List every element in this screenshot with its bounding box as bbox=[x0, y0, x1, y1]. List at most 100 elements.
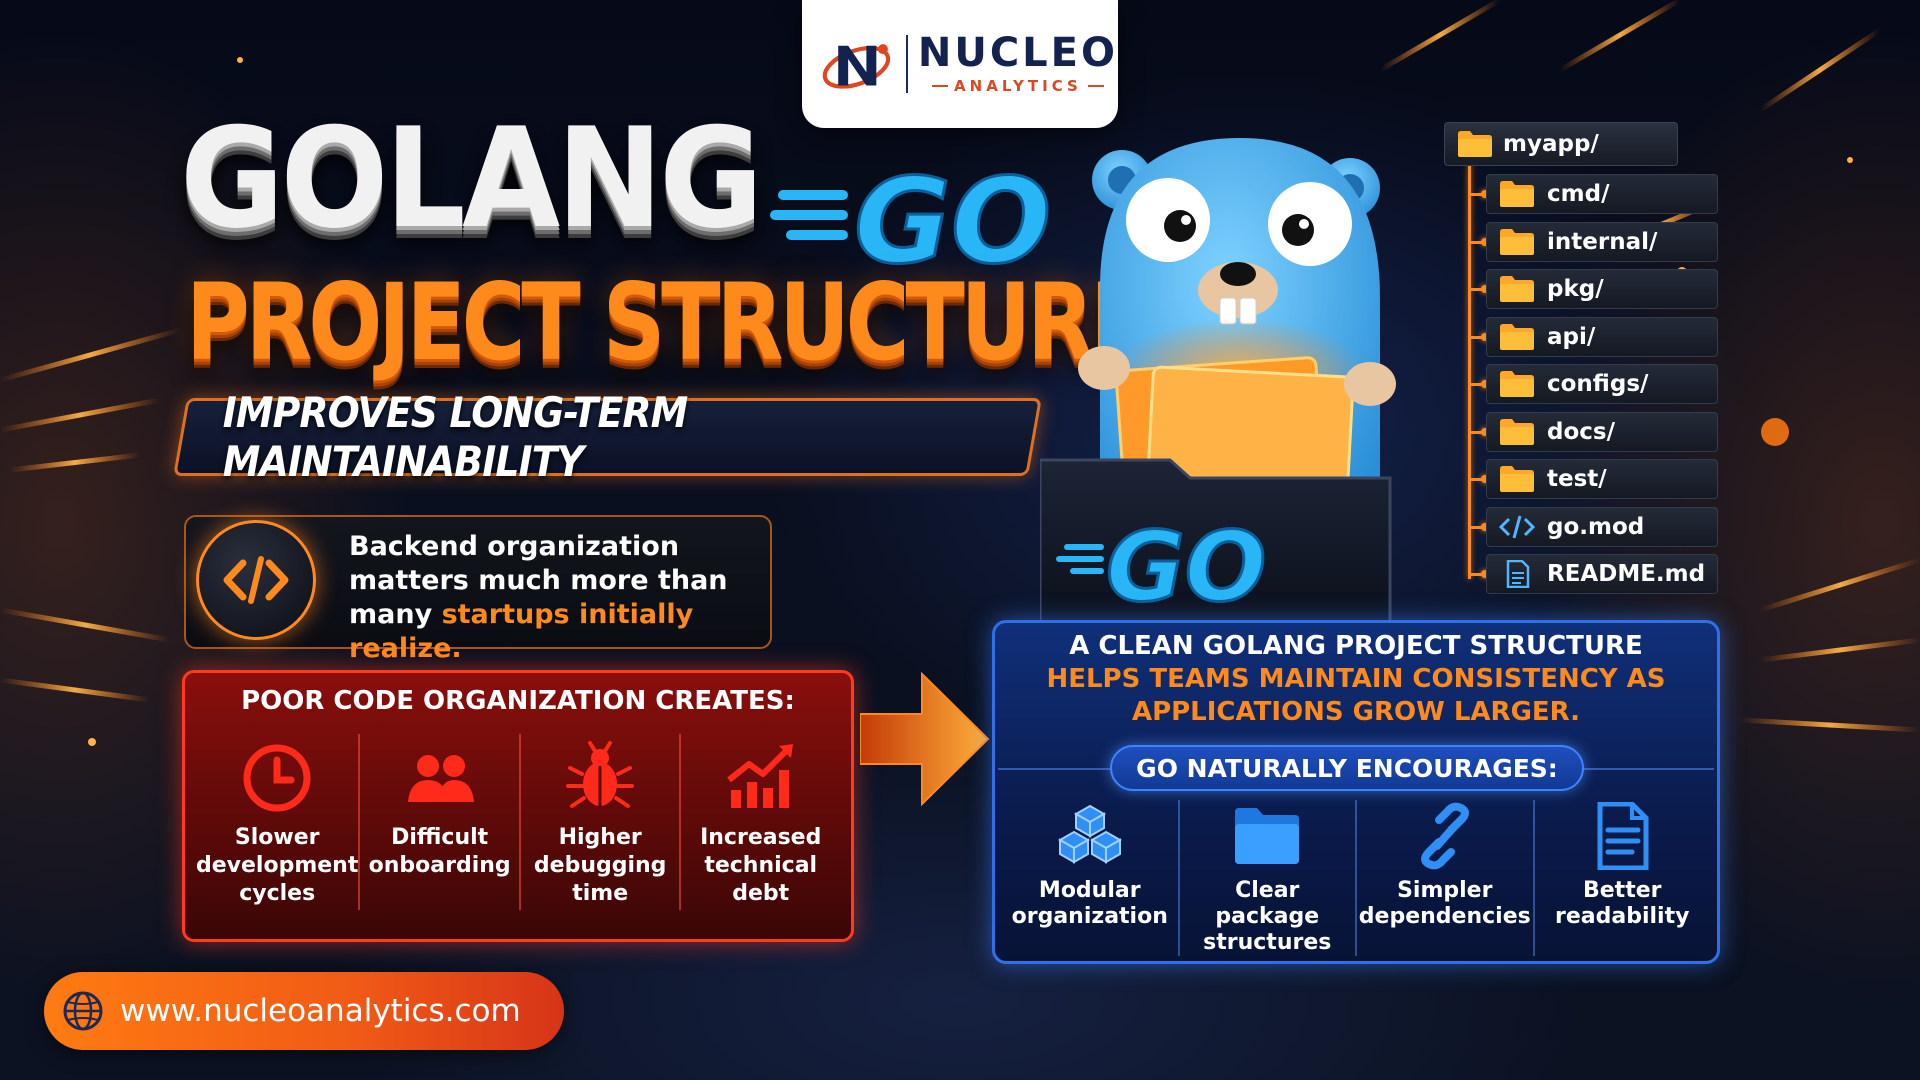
folder-icon bbox=[1458, 131, 1492, 157]
go-logo-icon: GO bbox=[770, 151, 1053, 280]
tree-branch-connector bbox=[1470, 573, 1488, 576]
go-logo-text: GO bbox=[854, 152, 1051, 280]
tagline-rule bbox=[932, 85, 949, 87]
tree-item-readme-md[interactable]: README.md bbox=[1486, 554, 1718, 594]
tree-node-dot bbox=[1481, 380, 1489, 388]
poor-item-label: Difficult onboarding bbox=[368, 825, 511, 878]
tree-branch-connector bbox=[1470, 335, 1488, 339]
benefit-item: Clear package structures bbox=[1180, 800, 1357, 956]
title-project-structure: PROJECT STRUCTURE bbox=[186, 261, 1149, 384]
poor-item: Higher debugging time bbox=[521, 734, 682, 910]
folder-icon bbox=[1500, 323, 1534, 350]
tree-item-label: test/ bbox=[1547, 466, 1607, 492]
benefit-item: Better readability bbox=[1535, 800, 1711, 956]
tree-branch-connector bbox=[1470, 383, 1488, 386]
folder-icon bbox=[1500, 418, 1534, 445]
arrow-right-icon bbox=[860, 671, 990, 807]
tree-item-label: README.md bbox=[1547, 561, 1706, 587]
tree-item-label: go.mod bbox=[1547, 513, 1645, 540]
subtitle-text: IMPROVES LONG-TERM MAINTAINABILITY bbox=[222, 388, 688, 486]
tree-branch-connector bbox=[1470, 430, 1488, 434]
tree-branch-connector bbox=[1470, 288, 1488, 291]
folder-icon bbox=[1500, 181, 1534, 207]
poor-organization-heading: POOR CODE ORGANIZATION CREATES: bbox=[241, 686, 795, 716]
website-link[interactable]: www.nucleoanalytics.com bbox=[44, 972, 564, 1050]
tree-item-go-mod[interactable]: go.mod bbox=[1486, 506, 1718, 547]
tree-branch-connector bbox=[1470, 193, 1488, 196]
tree-item-api[interactable]: api/ bbox=[1486, 316, 1718, 357]
tree-branch-connector bbox=[1470, 525, 1488, 529]
tree-root-folder[interactable]: myapp/ bbox=[1444, 122, 1678, 166]
clean-benefits-list: Modular organization Clear package struc… bbox=[1002, 800, 1710, 956]
tree-node-dot bbox=[1481, 522, 1489, 531]
tree-node-dot bbox=[1481, 427, 1489, 436]
tree-node-dot bbox=[1481, 332, 1489, 341]
trend-up-icon bbox=[726, 744, 793, 808]
tree-node-dot bbox=[1481, 475, 1489, 483]
benefit-item: Modular organization bbox=[1002, 800, 1180, 956]
tree-item-label: api/ bbox=[1547, 323, 1596, 350]
tree-node-dot bbox=[1481, 570, 1489, 578]
poor-item: Difficult onboarding bbox=[360, 734, 521, 910]
intro-text-main: Backend organization matters much more t… bbox=[349, 531, 728, 630]
encourages-pill: GO NATURALLY ENCOURAGES: bbox=[1110, 745, 1584, 791]
tree-item-label: internal/ bbox=[1547, 228, 1658, 255]
clean-heading-line-1: A CLEAN GOLANG PROJECT STRUCTURE bbox=[1069, 631, 1643, 661]
benefit-label: Clear package structures bbox=[1203, 878, 1332, 955]
tree-connector bbox=[1468, 164, 1471, 579]
poor-item-label: Slower development cycles bbox=[196, 825, 359, 906]
folder-icon bbox=[1500, 228, 1534, 255]
go-gopher-mascot: GO bbox=[1040, 138, 1396, 628]
bug-icon bbox=[566, 741, 635, 808]
benefit-label: Better readability bbox=[1555, 878, 1690, 929]
globe-icon bbox=[63, 991, 103, 1031]
poor-item-label: Higher debugging time bbox=[533, 825, 667, 906]
tree-item-test[interactable]: test/ bbox=[1486, 459, 1718, 499]
clock-icon bbox=[243, 744, 311, 812]
brand-name: NUCLEO bbox=[917, 30, 1118, 76]
website-url: www.nucleoanalytics.com bbox=[120, 993, 521, 1029]
document-icon bbox=[1597, 802, 1649, 870]
poor-item-label: Increased technical debt bbox=[700, 825, 822, 906]
nucleo-logo-icon bbox=[822, 44, 891, 89]
brand-logo[interactable]: NUCLEO ANALYTICS bbox=[802, 0, 1118, 128]
poor-item: Increased technical debt bbox=[681, 734, 840, 910]
clean-heading-line-3: APPLICATIONS GROW LARGER. bbox=[1131, 697, 1581, 727]
benefit-label: Simpler dependencies bbox=[1358, 878, 1531, 929]
tree-item-docs[interactable]: docs/ bbox=[1486, 411, 1718, 452]
code-icon bbox=[196, 520, 316, 640]
folder-icon bbox=[1235, 808, 1300, 864]
tagline-rule bbox=[1087, 85, 1104, 87]
tree-item-label: configs/ bbox=[1547, 371, 1649, 397]
folder-go-text: GO bbox=[1106, 511, 1266, 623]
tree-item-label: docs/ bbox=[1547, 418, 1615, 445]
folder-icon bbox=[1500, 276, 1534, 302]
code-brackets-icon bbox=[223, 556, 289, 604]
tree-root-label: myapp/ bbox=[1503, 131, 1599, 157]
tree-item-label: pkg/ bbox=[1547, 276, 1604, 302]
clean-structure-heading: A CLEAN GOLANG PROJECT STRUCTURE HELPS T… bbox=[992, 630, 1720, 729]
poor-item: Slower development cycles bbox=[196, 734, 361, 910]
users-icon bbox=[407, 755, 474, 802]
folder-icon bbox=[1500, 466, 1534, 492]
logo-wordmark: NUCLEO ANALYTICS bbox=[918, 33, 1118, 95]
folder-icon bbox=[1500, 371, 1534, 397]
tree-item-pkg[interactable]: pkg/ bbox=[1486, 269, 1718, 309]
intro-text-highlight: startups initially realize. bbox=[349, 599, 694, 664]
tree-item-label: cmd/ bbox=[1547, 181, 1610, 207]
document-file-icon bbox=[1506, 560, 1530, 588]
code-file-icon bbox=[1499, 515, 1535, 538]
tree-item-configs[interactable]: configs/ bbox=[1486, 364, 1718, 404]
tree-branch-connector bbox=[1470, 240, 1488, 244]
tree-node-dot bbox=[1481, 237, 1489, 246]
clean-heading-line-2: HELPS TEAMS MAINTAIN CONSISTENCY AS bbox=[1046, 664, 1666, 694]
tree-item-cmd[interactable]: cmd/ bbox=[1486, 174, 1718, 214]
benefit-label: Modular organization bbox=[1011, 878, 1168, 929]
tree-item-internal[interactable]: internal/ bbox=[1486, 221, 1718, 262]
benefit-item: Simpler dependencies bbox=[1357, 800, 1535, 956]
clean-structure-card bbox=[992, 620, 1720, 964]
tree-node-dot bbox=[1481, 285, 1489, 293]
tree-branch-connector bbox=[1470, 478, 1488, 481]
link-icon bbox=[1420, 802, 1469, 870]
brand-tagline: ANALYTICS bbox=[954, 77, 1082, 95]
